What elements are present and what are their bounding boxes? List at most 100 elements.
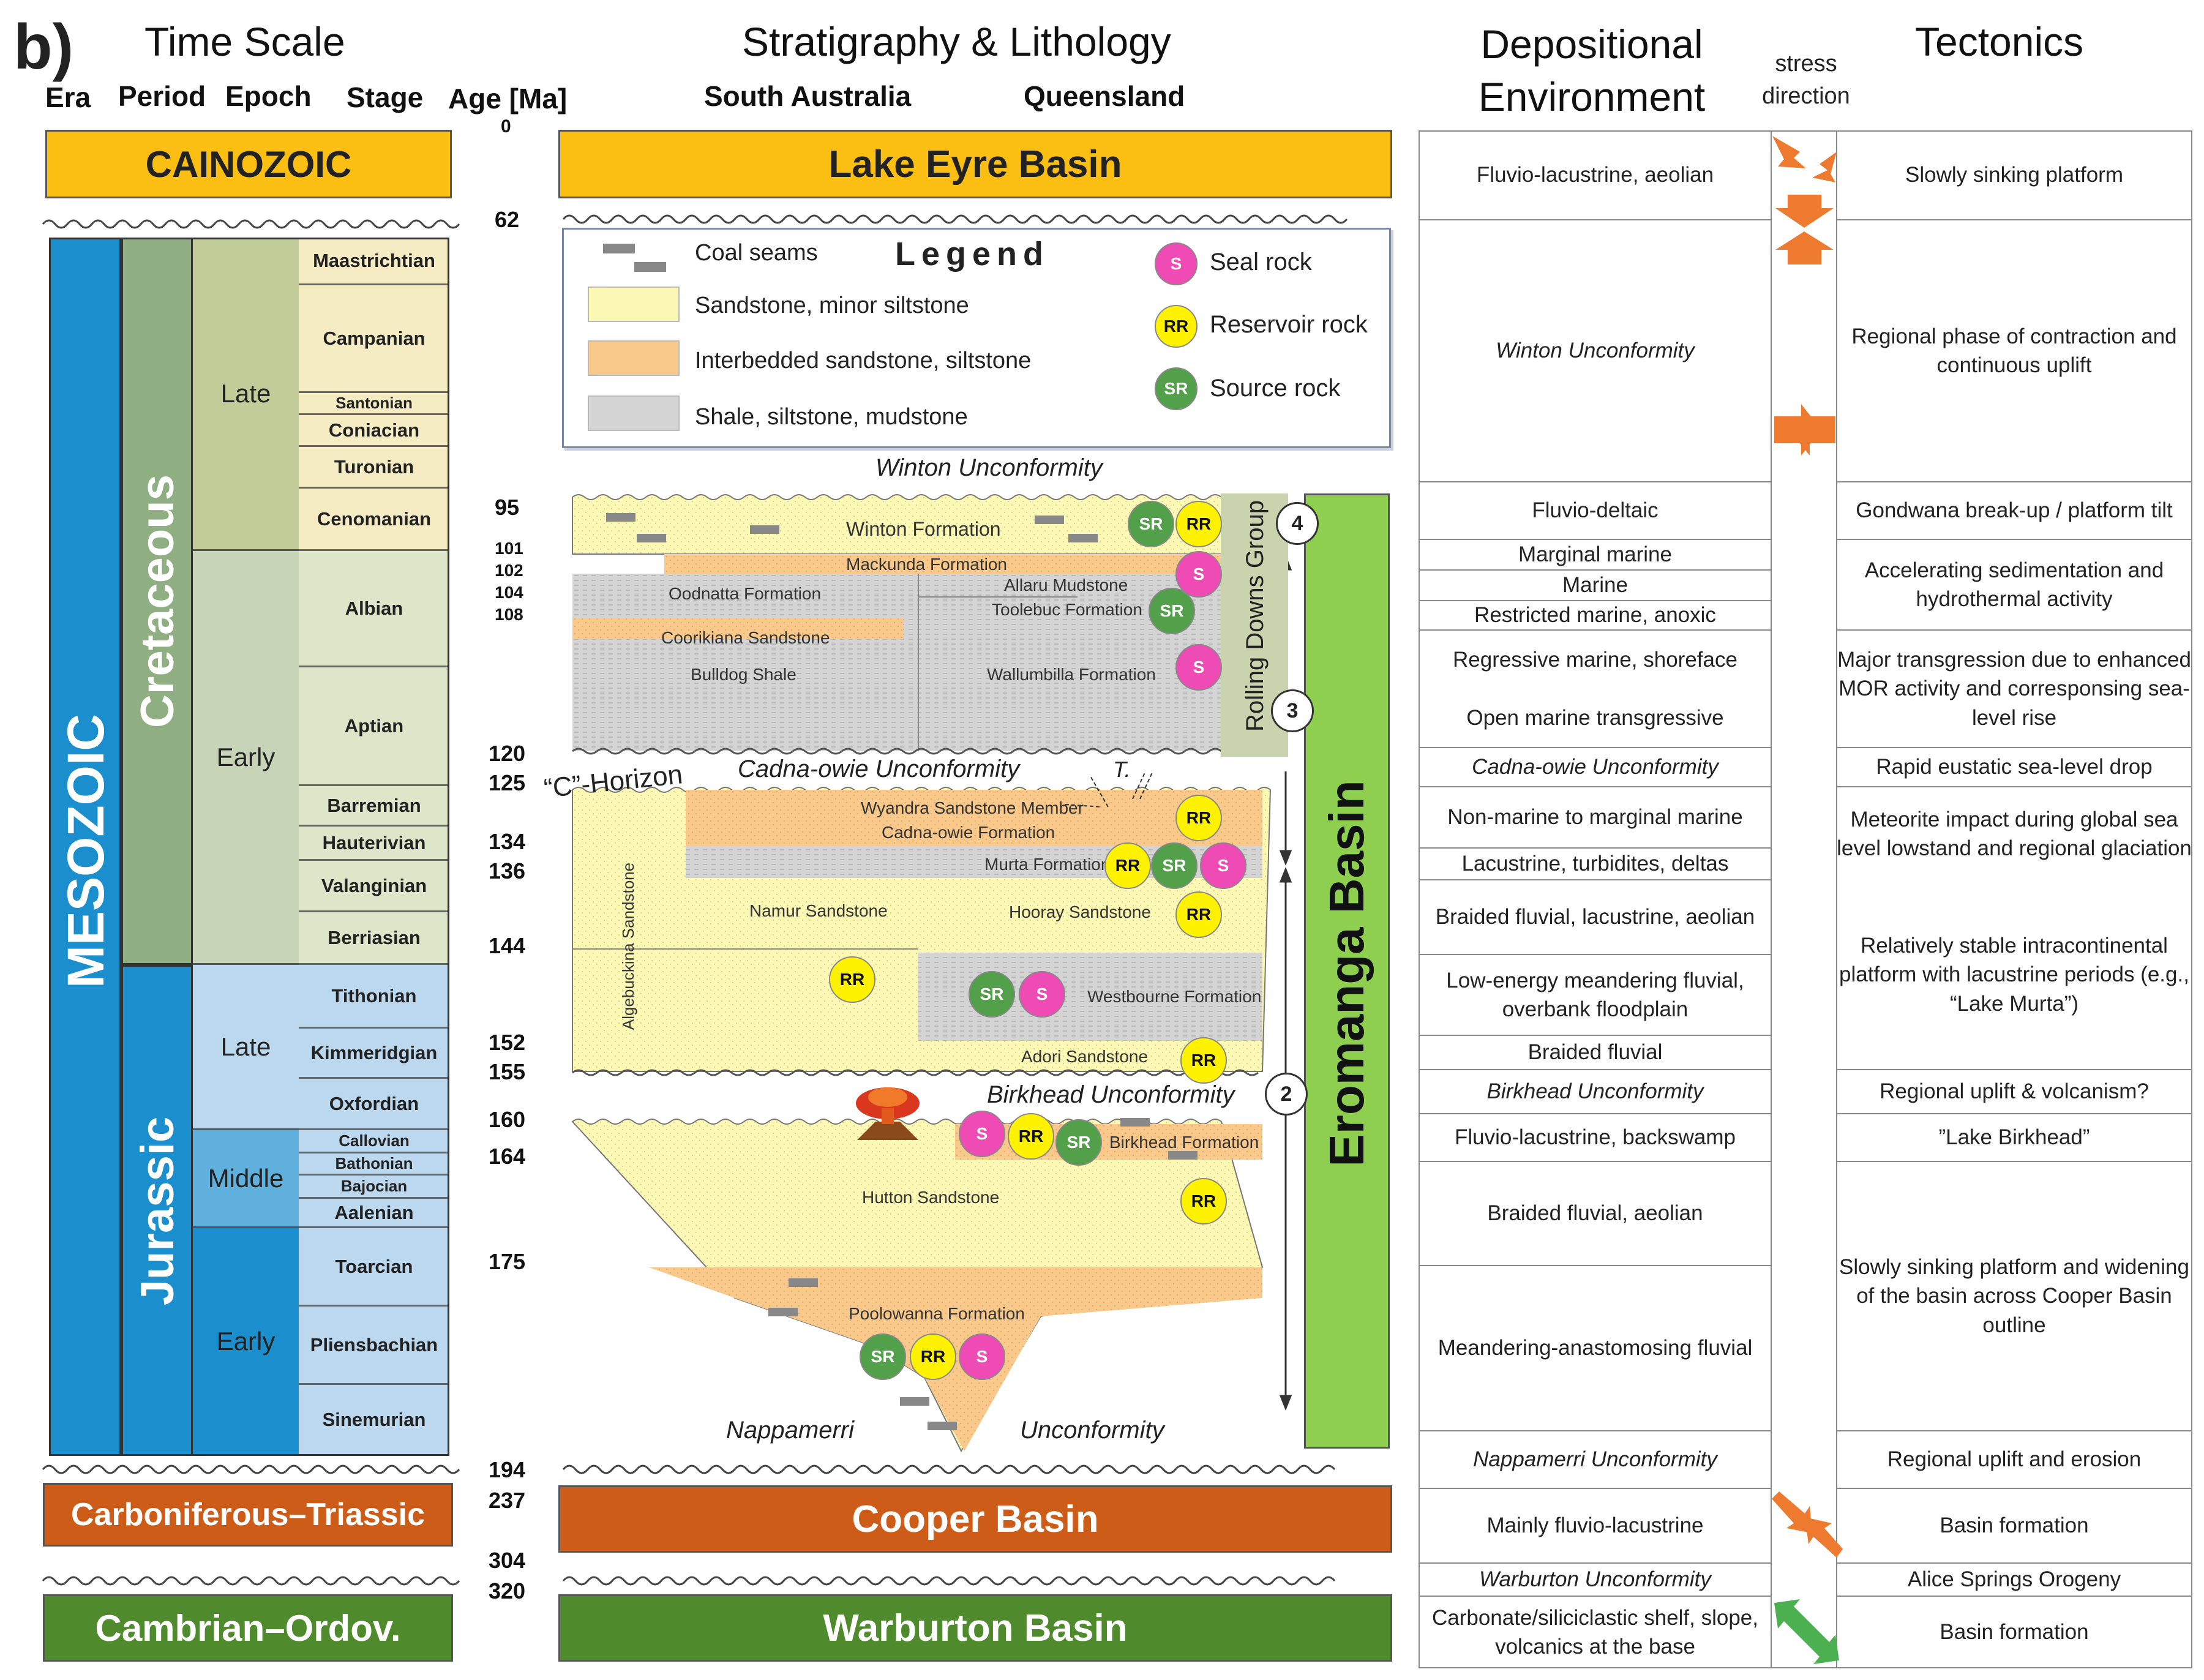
stage-valanginian: Valanginian — [299, 861, 449, 912]
age-header: Age [Ma] — [448, 83, 568, 114]
jurassic-column — [121, 965, 193, 1456]
tectonics-row: Rapid eustatic sea-level drop — [1837, 748, 2192, 787]
formation-mackunda: Mackunda Formation — [846, 555, 1008, 574]
lake-eyre-basin-bar: Lake Eyre Basin — [558, 130, 1392, 198]
formation-hutton: Hutton Sandstone — [862, 1188, 1000, 1207]
age-155: 155 — [489, 1059, 526, 1084]
age-136: 136 — [489, 858, 526, 883]
source-rock-icon: SR — [1055, 1119, 1102, 1166]
tectonics-row: Relatively stable intracontinental platf… — [1837, 880, 2192, 1070]
env-row: Marginal marine — [1419, 540, 1771, 571]
tectonics-row: Basin formation — [1837, 1489, 2192, 1564]
stage-toarcian: Toarcian — [299, 1228, 449, 1307]
reservoir-rock-icon: RR — [1175, 891, 1222, 938]
stage-aalenian: Aalenian — [299, 1199, 449, 1228]
shale-package — [572, 574, 1262, 751]
mackunda-band — [664, 554, 1262, 574]
env-row: Lacustrine, turbidites, deltas — [1419, 849, 1771, 880]
epoch-cretaceous-early: Early — [193, 551, 299, 965]
age-104: 104 — [495, 583, 523, 602]
unconformity-label: Unconformity — [1020, 1417, 1164, 1444]
env-row: Low-energy meandering fluvial, overbank … — [1419, 955, 1771, 1036]
age-144: 144 — [489, 933, 526, 958]
era-header: Era — [45, 81, 91, 113]
legend-title: Legend — [895, 236, 1050, 272]
source-rock-icon: SR — [860, 1333, 906, 1380]
source-rock-icon: SR — [1151, 842, 1198, 889]
tectonics-row: Basin formation — [1940, 1620, 2089, 1644]
formation-adori: Adori Sandstone — [1021, 1047, 1149, 1066]
tectonics-row: Accelerating sedimentation and hydrother… — [1837, 540, 2192, 631]
epoch-cretaceous-late: Late — [193, 238, 299, 551]
legend-sandstone-swatch — [588, 287, 680, 322]
env-row: Fluvio-lacustrine, aeolian — [1419, 131, 1771, 220]
env-row: Regressive marine, shoreface — [1453, 648, 1737, 672]
cambrian-ordovician-bar: Cambrian–Ordov. — [43, 1594, 453, 1662]
legend-source-label: Source rock — [1210, 375, 1341, 402]
age-95: 95 — [495, 495, 520, 520]
env-row: Open marine transgressive — [1419, 689, 1771, 748]
seal-rock-icon: S — [1175, 644, 1222, 691]
age-134: 134 — [489, 829, 526, 854]
queensland-header: Queensland — [1024, 80, 1185, 112]
tectonics-row: Regional uplift and erosion — [1837, 1431, 2192, 1489]
warburton-basin-bar: Warburton Basin — [558, 1594, 1392, 1662]
marker-3: 3 — [1271, 689, 1314, 732]
legend-seal-icon: S — [1155, 242, 1198, 285]
stage-coniacian: Coniacian — [299, 415, 449, 447]
eromanga-basin-label: Eromanga Basin — [1319, 780, 1374, 1167]
stage-albian: Albian — [299, 551, 449, 667]
reservoir-rock-icon: RR — [829, 956, 875, 1003]
stage-header: Stage — [347, 81, 424, 113]
tectonics-row: Regional uplift & volcanism? — [1837, 1070, 2192, 1114]
depositional-header: Depositional Environment — [1478, 21, 1706, 119]
formation-bulldog: Bulldog Shale — [691, 665, 797, 684]
winton-unconformity-label: Winton Unconformity — [875, 454, 1103, 481]
env-row: Carbonate/siliciclastic shelf, slope, vo… — [1431, 1605, 1758, 1659]
seal-rock-icon: S — [1200, 842, 1246, 889]
stress-arrows-green — [1774, 1599, 1839, 1664]
volcano-icon — [856, 1087, 920, 1140]
env-row: Nappamerri Unconformity — [1419, 1431, 1771, 1489]
age-108: 108 — [495, 605, 523, 624]
time-scale-header: Time Scale — [144, 19, 345, 64]
formation-birkhead: Birkhead Formation — [1109, 1133, 1259, 1152]
formation-poolowanna: Poolowanna Formation — [849, 1304, 1025, 1323]
cadna-unconformity-label: Cadna-owie Unconformity — [738, 756, 1020, 782]
stage-bajocian: Bajocian — [299, 1176, 449, 1199]
formation-toolebuc: Toolebuc Formation — [992, 600, 1142, 619]
seal-rock-icon: S — [959, 1111, 1005, 1157]
legend-reservoir-label: Reservoir rock — [1210, 311, 1368, 338]
env-row: Winton Unconformity — [1419, 220, 1771, 482]
tectonics-row: Major transgression due to enhanced MOR … — [1837, 631, 2192, 748]
age-102: 102 — [495, 561, 523, 580]
tectonics-row: Slowly sinking platform and widening of … — [1837, 1162, 2192, 1431]
birkhead-unconformity-label: Birkhead Unconformity — [987, 1081, 1235, 1108]
reservoir-rock-icon: RR — [1175, 501, 1222, 547]
marker-4: 4 — [1276, 502, 1319, 545]
legend-sandstone-label: Sandstone, minor siltstone — [695, 293, 969, 318]
env-row: Fluvio-deltaic — [1419, 482, 1771, 540]
period-header: Period — [118, 80, 206, 112]
reservoir-rock-icon: RR — [1175, 795, 1222, 841]
stage-kimmeridgian: Kimmeridgian — [299, 1029, 449, 1079]
tectonics-row: Meteorite impact during global sea level… — [1837, 807, 2192, 860]
tectonics-row: Regional phase of contraction and contin… — [1837, 220, 2192, 482]
stage-cenomanian: Cenomanian — [299, 489, 449, 551]
table-grid — [1419, 130, 2192, 1668]
age-237: 237 — [489, 1488, 526, 1513]
eromanga-basin-bar — [1304, 493, 1390, 1449]
coal-seams — [606, 513, 1198, 1430]
cainozoic-bar: CAINOZOIC — [45, 130, 452, 198]
legend-coal-label: Coal seams — [695, 240, 818, 266]
cooper-basin-bar: Cooper Basin — [558, 1485, 1392, 1553]
reservoir-rock-icon: RR — [1180, 1037, 1227, 1084]
env-row: Mainly fluvio-lacustrine — [1419, 1489, 1771, 1564]
t-label: T. — [1113, 757, 1131, 782]
coorikiana-band — [572, 618, 903, 639]
birkhead-band — [955, 1124, 1262, 1160]
env-row: Fluvio-lacustrine, backswamp — [1419, 1114, 1771, 1162]
age-194: 194 — [489, 1457, 526, 1482]
stage-campanian: Campanian — [299, 285, 449, 393]
legend-box — [562, 228, 1391, 448]
